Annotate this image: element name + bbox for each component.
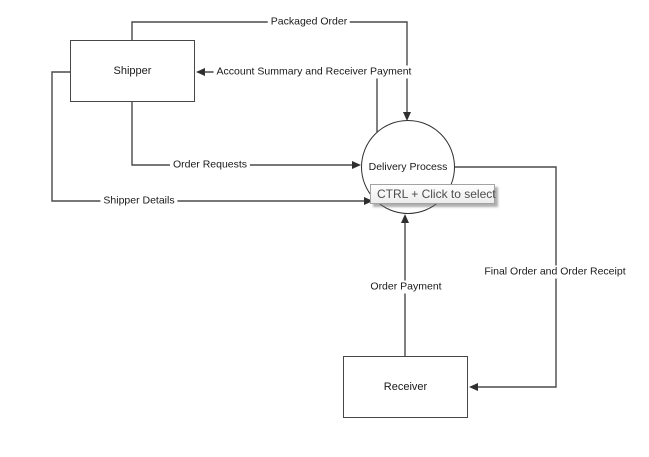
account-summary-arrowhead-icon [196, 68, 205, 76]
flow-label-order-payment: Order Payment [367, 280, 445, 294]
ctrl-click-tooltip: CTRL + Click to select [370, 184, 496, 204]
connector-account-summary[interactable] [205, 71, 378, 132]
shipper-node-label: Shipper [113, 65, 152, 77]
connector-shipper-details[interactable] [51, 71, 364, 202]
shipper-details-arrowhead-icon [364, 197, 373, 205]
packaged-order-arrowhead-icon [403, 112, 411, 121]
flow-label-shipper-details: Shipper Details [100, 194, 178, 208]
flow-label-account-summary: Account Summary and Receiver Payment [213, 65, 415, 79]
order-requests-arrowhead-icon [352, 161, 361, 169]
delivery-process-node-label: Delivery Process [368, 161, 448, 173]
final-order-arrowhead-icon [469, 383, 478, 391]
ctrl-click-tooltip-text: CTRL + Click to select [377, 187, 496, 201]
flow-label-order-requests: Order Requests [169, 158, 251, 172]
order-payment-arrowhead-icon [401, 214, 409, 223]
flow-label-packaged-order: Packaged Order [267, 15, 351, 29]
flow-label-final-order: Final Order and Order Receipt [481, 265, 629, 279]
connector-order-requests[interactable] [131, 102, 352, 166]
shipper-node[interactable]: Shipper [70, 40, 195, 102]
receiver-node-label: Receiver [383, 381, 428, 393]
receiver-node[interactable]: Receiver [343, 356, 468, 418]
